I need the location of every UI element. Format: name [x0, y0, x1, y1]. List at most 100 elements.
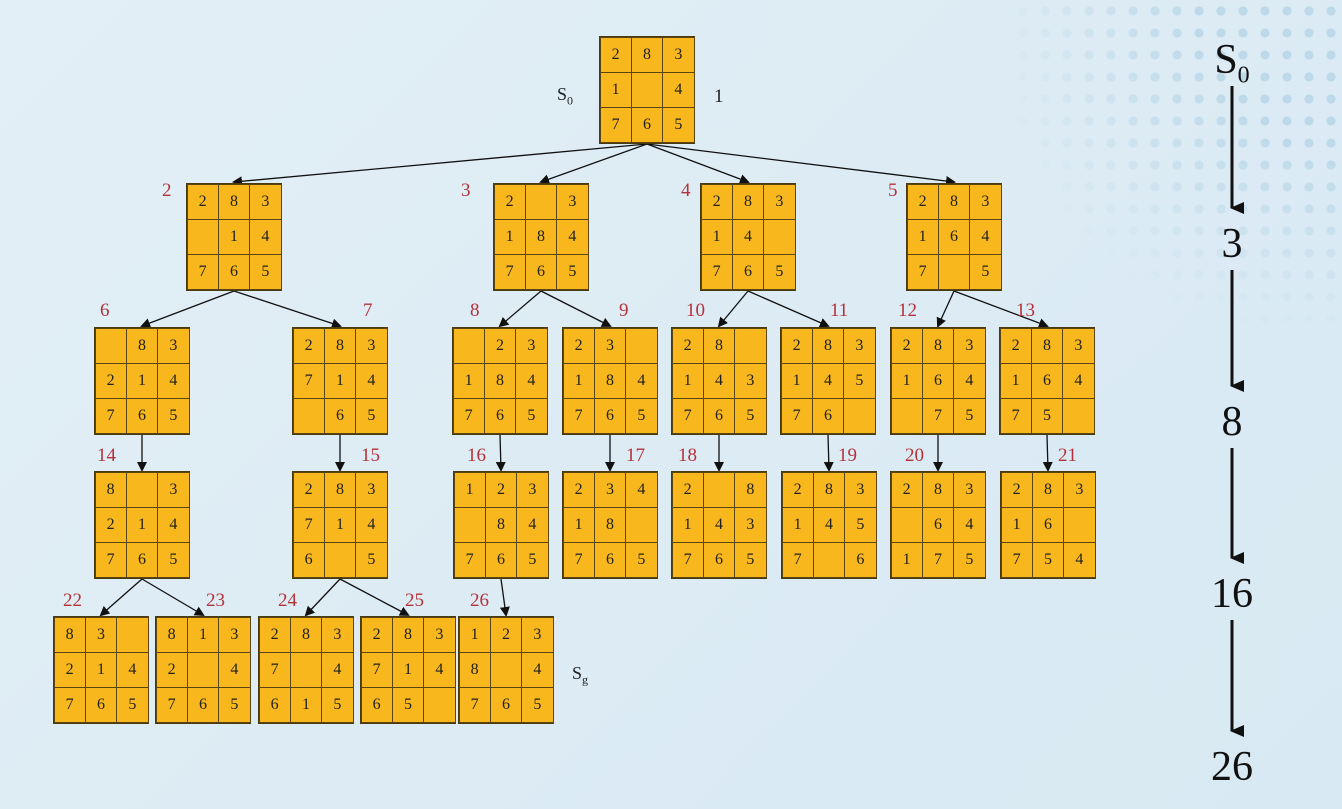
- edge-5-12: [936, 290, 955, 328]
- tile: 5: [763, 254, 796, 291]
- node-number-17: 17: [626, 445, 645, 466]
- tile: 5: [521, 687, 554, 724]
- edge-13-21: [1042, 434, 1053, 472]
- edge-14-23: [141, 578, 205, 617]
- node-number-14: 14: [97, 445, 116, 466]
- edge-15-25: [339, 578, 410, 616]
- node-number-4: 4: [681, 180, 691, 201]
- tile: 5: [157, 542, 190, 579]
- tile: 5: [953, 398, 986, 435]
- tile: 5: [249, 254, 282, 291]
- edge-5-13: [953, 290, 1049, 328]
- edge-15-24: [304, 578, 341, 617]
- node-number-23: 23: [206, 590, 225, 611]
- blank-tile: [423, 687, 456, 724]
- edge-2-6: [140, 290, 235, 328]
- edge-1-4: [646, 143, 750, 184]
- node-number-26: 26: [470, 590, 489, 611]
- tile: 5: [953, 542, 986, 579]
- edge-4-10: [717, 290, 749, 328]
- edge-3-9: [540, 290, 612, 327]
- node-number-25: 25: [405, 590, 424, 611]
- root-state-label: S0: [557, 84, 574, 108]
- blank-tile: [843, 398, 876, 435]
- edge-1-2: [232, 143, 648, 187]
- edge-3-8: [498, 290, 542, 328]
- edge-11-19: [823, 434, 834, 472]
- tile: 5: [355, 542, 388, 579]
- tile: 5: [116, 687, 149, 724]
- blank-tile: [1062, 398, 1095, 435]
- tile: 5: [625, 398, 658, 435]
- node-number-5: 5: [888, 180, 898, 201]
- node-number-10: 10: [686, 300, 705, 321]
- decorative-dot-pattern: [1012, 0, 1342, 330]
- node-number-2: 2: [162, 180, 172, 201]
- tile: 5: [157, 398, 190, 435]
- root-node-number: 1: [714, 86, 724, 107]
- solution-step-2: 8: [1221, 399, 1243, 445]
- edge-16-26: [499, 578, 510, 617]
- tile: 5: [969, 254, 1002, 291]
- node-number-21: 21: [1058, 445, 1077, 466]
- tile: 5: [734, 542, 767, 579]
- edge-4-11: [747, 290, 830, 328]
- tile: 5: [734, 398, 767, 435]
- goal-state-label: Sg: [572, 663, 589, 687]
- node-number-8: 8: [470, 300, 480, 321]
- node-number-9: 9: [619, 300, 629, 321]
- node-number-24: 24: [278, 590, 297, 611]
- node-number-6: 6: [100, 300, 110, 321]
- tile: 5: [355, 398, 388, 435]
- node-number-22: 22: [63, 590, 82, 611]
- node-number-16: 16: [467, 445, 486, 466]
- tile: 5: [662, 107, 695, 144]
- edge-14-22: [99, 578, 143, 617]
- edge-1-3: [539, 143, 648, 185]
- solution-step-4: 26: [1211, 744, 1253, 790]
- edge-2-7: [233, 290, 342, 329]
- node-number-20: 20: [905, 445, 924, 466]
- node-number-3: 3: [461, 180, 471, 201]
- tile: 5: [625, 542, 658, 579]
- node-number-11: 11: [830, 300, 849, 321]
- solution-step-3: 16: [1211, 571, 1253, 617]
- tile: 5: [556, 254, 589, 291]
- tile: 5: [218, 687, 251, 724]
- node-number-13: 13: [1016, 300, 1035, 321]
- tile: 4: [1063, 542, 1096, 579]
- tile: 6: [844, 542, 877, 579]
- node-number-12: 12: [898, 300, 917, 321]
- node-number-15: 15: [361, 445, 380, 466]
- solution-step-0: S0: [1214, 37, 1250, 89]
- solution-step-1: 3: [1221, 221, 1243, 267]
- node-number-18: 18: [678, 445, 697, 466]
- node-number-19: 19: [838, 445, 857, 466]
- tile: 5: [321, 687, 354, 724]
